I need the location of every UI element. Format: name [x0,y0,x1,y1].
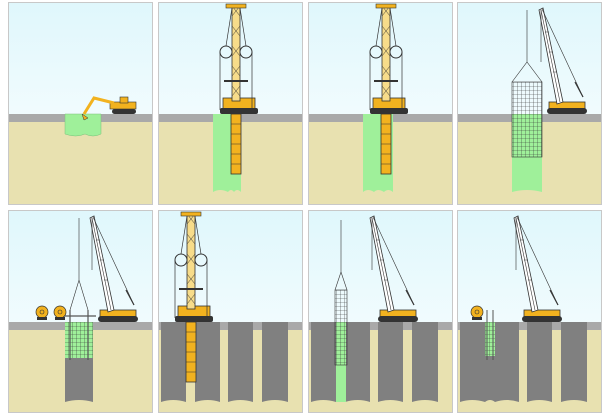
step-3-panel [307,1,454,206]
step-2-panel [157,1,304,206]
step-6-panel [157,209,304,414]
step-7-panel [307,209,454,414]
reinforcement-cage [511,81,543,158]
grab-bucket-icon [185,321,197,383]
concrete-truck-icon [35,305,49,321]
step-8-panel [456,209,603,414]
grab-bucket-icon [230,113,242,175]
step-1-panel [7,1,154,206]
step-5-panel [7,209,154,414]
step-4-panel [456,1,603,206]
concrete-truck-icon [53,305,67,321]
reinforcement-cage [334,289,348,366]
concrete-panels [161,322,288,402]
slurry-pit [64,113,102,137]
concrete-panels [311,322,438,402]
concrete-truck-icon [470,305,484,321]
grab-bucket-icon [380,113,392,175]
